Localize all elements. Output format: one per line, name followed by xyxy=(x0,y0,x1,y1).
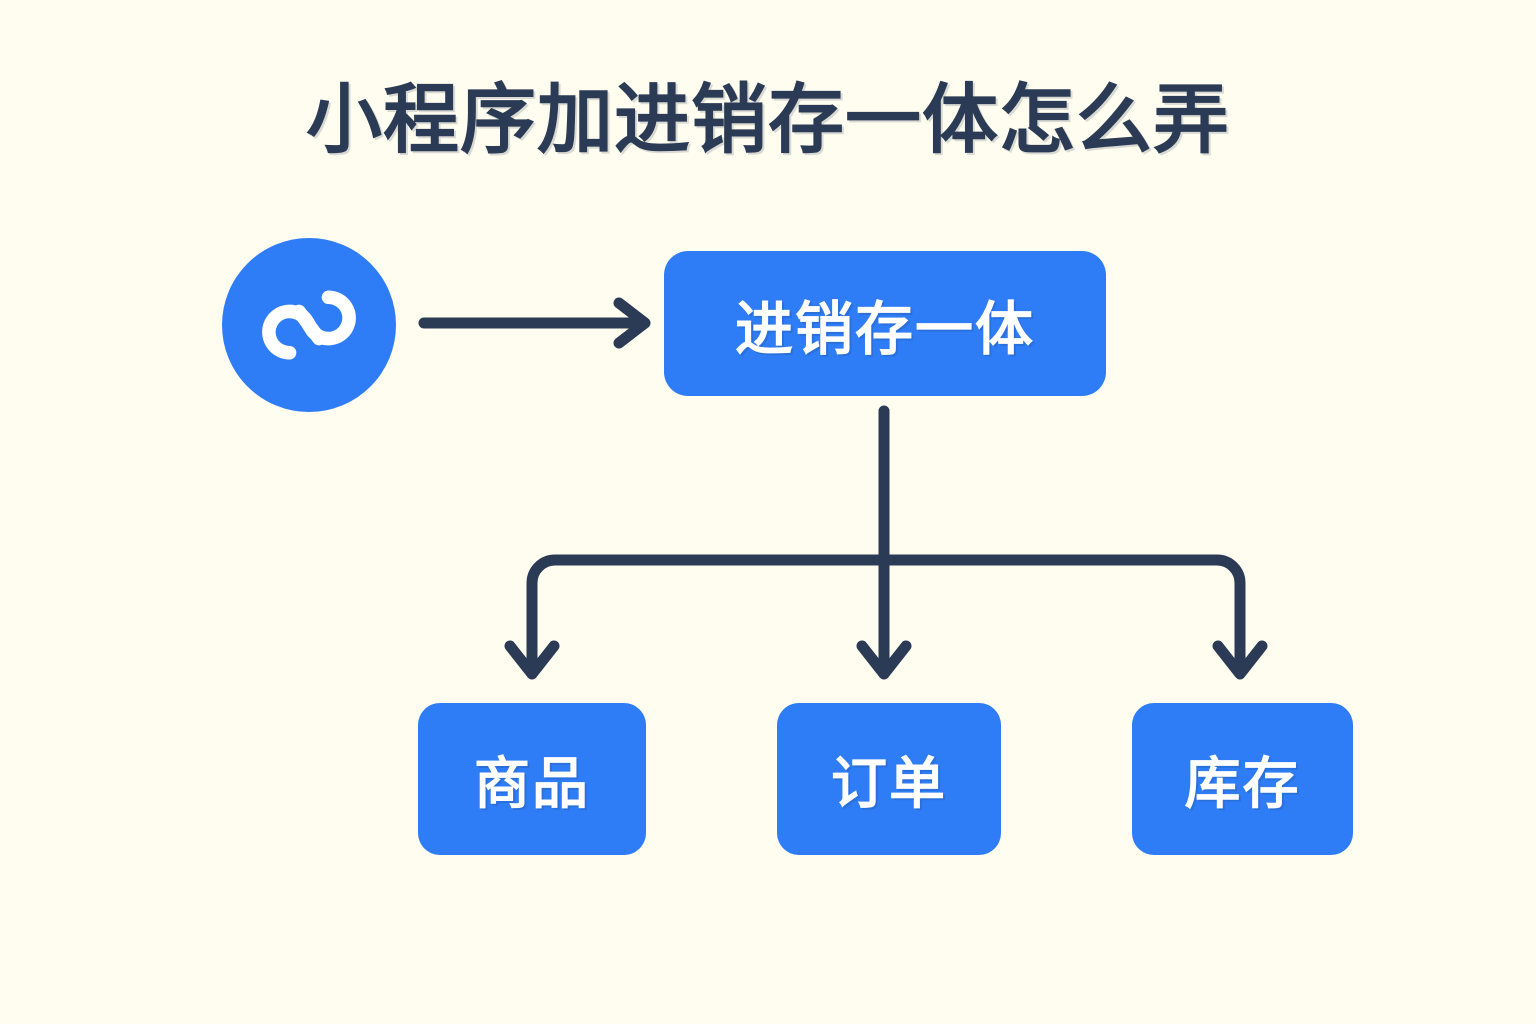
edge-distribution-bar xyxy=(526,554,1246,674)
node-inventory[interactable]: 库存 xyxy=(1132,703,1353,855)
arrowhead-orders xyxy=(856,640,912,680)
node-orders[interactable]: 订单 xyxy=(777,703,1001,855)
arrowhead-goods xyxy=(504,640,560,680)
page-title: 小程序加进销存一体怎么弄 xyxy=(306,78,1230,163)
arrowhead-logo-to-root xyxy=(613,297,651,349)
arrowhead-inventory xyxy=(1212,640,1268,680)
mini-program-logo-icon xyxy=(222,238,396,412)
node-goods[interactable]: 商品 xyxy=(418,703,646,855)
node-root[interactable]: 进销存一体 xyxy=(664,251,1106,396)
